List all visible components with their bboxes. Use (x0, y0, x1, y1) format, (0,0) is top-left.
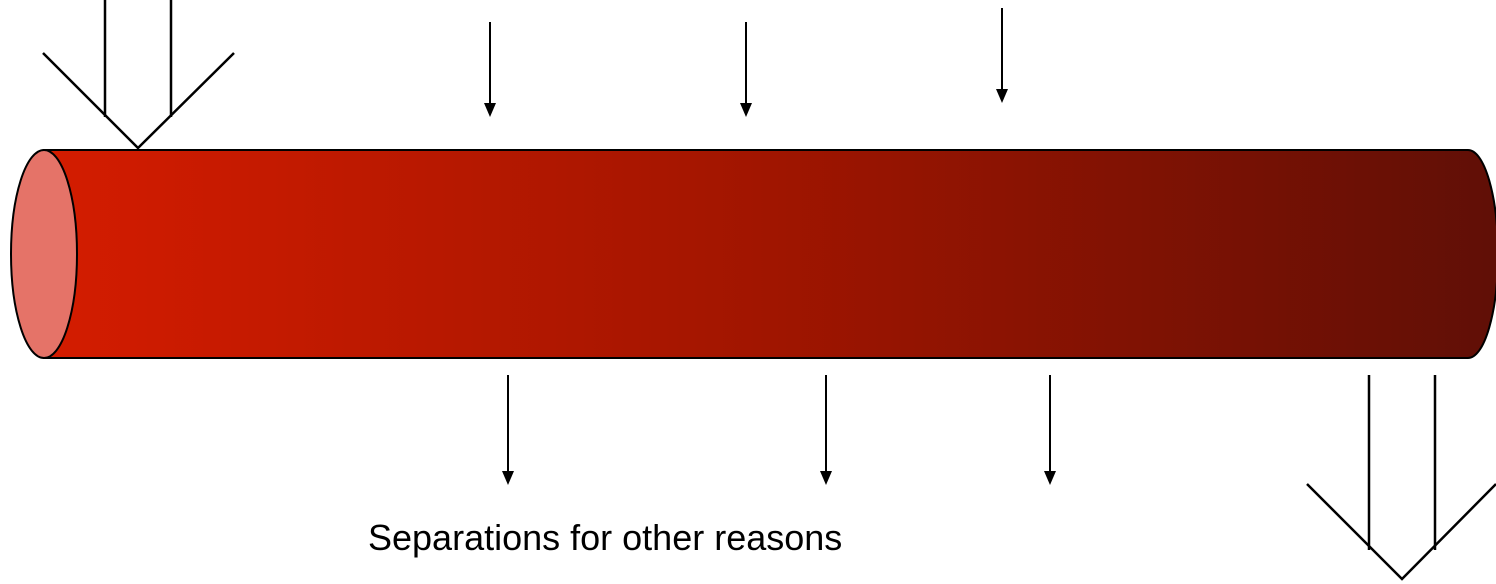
outflow-arrow-1 (502, 375, 514, 485)
large-outflow-arrow (1306, 375, 1496, 581)
outflow-caption: Separations for other reasons (368, 517, 843, 558)
inflow-arrow-2 (740, 22, 752, 117)
inflow-arrow-3 (996, 8, 1008, 103)
pipe (10, 149, 1496, 359)
large-inflow-arrow (42, 0, 235, 150)
outflow-arrow-3 (1044, 375, 1056, 485)
outflow-arrow-2 (820, 375, 832, 485)
pipe-end-cap (10, 149, 78, 359)
inflow-arrow-1 (484, 22, 496, 117)
pipe-body (43, 149, 1496, 359)
